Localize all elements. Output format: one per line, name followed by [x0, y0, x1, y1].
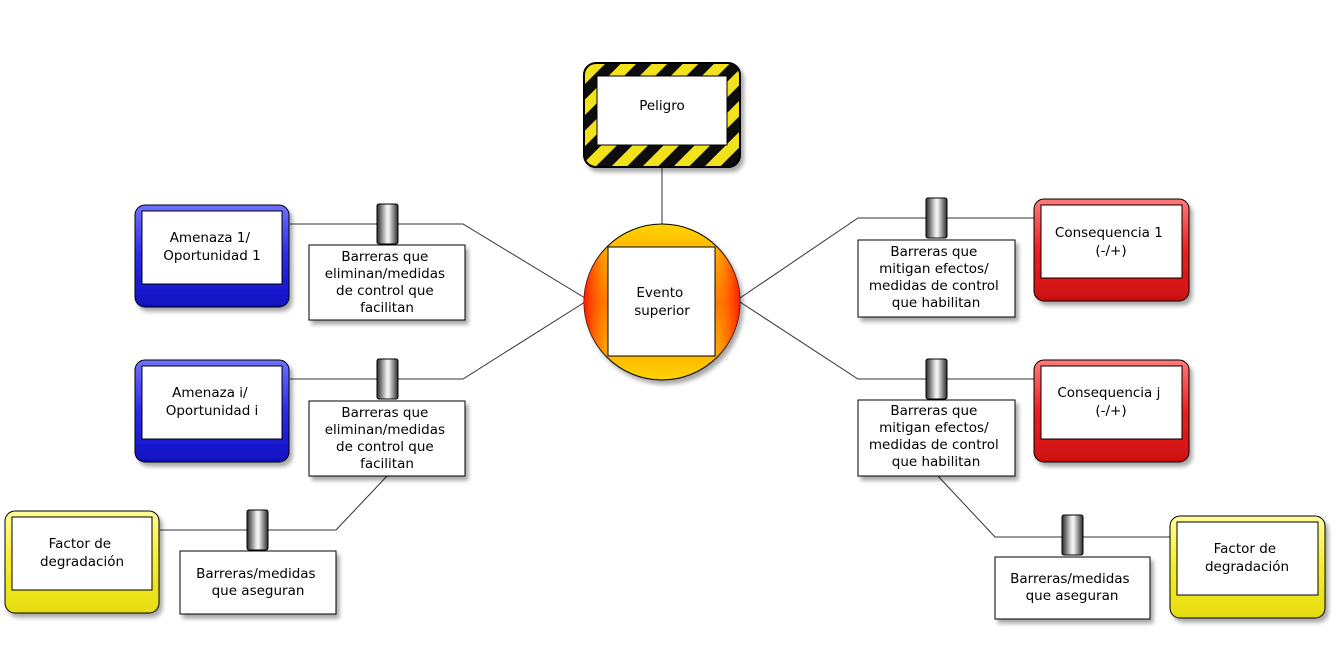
threat-label-i: Amenaza i/ Oportunidad i [166, 385, 259, 419]
threat-node-1 [134, 204, 290, 308]
threat-1-line-2: Oportunidad 1 [163, 248, 260, 264]
degradation-factor-node-left [4, 510, 160, 614]
mbj-line-3: medidas de control [869, 437, 999, 453]
mitigation-barrier-j [857, 358, 1016, 477]
pbi-line-4: facilitan [360, 456, 414, 472]
threat-i-line-2: Oportunidad i [166, 403, 259, 419]
top-event-node [583, 223, 741, 381]
mb1-line-3: medidas de control [869, 278, 999, 294]
mb1-line-2: mitigan efectos/ [879, 261, 989, 277]
prevention-barrier-i-label: Barreras que eliminan/medidas de control… [325, 405, 450, 472]
threat-1-line-1: Amenaza 1/ [170, 230, 251, 246]
pbi-line-2: eliminan/medidas [325, 422, 445, 438]
hazard-label: Peligro [639, 98, 685, 114]
consequence-label-j: Consequencia j (-/+) [1057, 385, 1164, 419]
consequence-j-line-1: Consequencia j [1057, 385, 1160, 401]
mb1-line-4: que habilitan [892, 295, 981, 311]
factor-left-line-2: degradación [40, 554, 124, 570]
degradation-barrier-left [179, 509, 337, 615]
degradation-barrier-right [994, 514, 1151, 620]
db-right-line-1: Barreras/medidas [1010, 571, 1129, 587]
pb1-line-2: eliminan/medidas [325, 266, 445, 282]
line-threat-1 [290, 223, 586, 299]
mitigation-barrier-1-label: Barreras que mitigan efectos/ medidas de… [869, 244, 1003, 311]
pb1-line-4: facilitan [360, 300, 414, 316]
line-factor-right [936, 474, 1170, 538]
pb1-line-1: Barreras que [341, 249, 428, 265]
pbi-line-1: Barreras que [341, 405, 428, 421]
top-event-label: Evento superior [634, 285, 690, 319]
barrier-handle-icon [246, 509, 269, 551]
factor-right-line-2: degradación [1205, 559, 1289, 575]
mitigation-barrier-j-label: Barreras que mitigan efectos/ medidas de… [869, 403, 1003, 470]
consequence-1-line-2: (-/+) [1095, 243, 1126, 259]
pb1-line-3: de control que [336, 283, 434, 299]
degradation-barrier-right-label: Barreras/medidas que aseguran [1010, 571, 1134, 604]
barrier-handle-icon [925, 358, 948, 400]
consequence-label-1: Consequencia 1 (-/+) [1055, 225, 1167, 259]
hazard-node [583, 62, 741, 168]
consequence-j-line-2: (-/+) [1095, 403, 1126, 419]
line-consequence-1 [739, 217, 1034, 299]
barrier-handle-icon [376, 358, 399, 400]
prevention-barrier-1-label: Barreras que eliminan/medidas de control… [325, 249, 450, 316]
threat-node-i [134, 359, 290, 463]
degradation-factor-node-right [1169, 515, 1326, 619]
barrier-handle-icon [1061, 514, 1084, 556]
mb1-line-1: Barreras que [890, 244, 977, 260]
mbj-line-2: mitigan efectos/ [879, 420, 989, 436]
barrier-handle-icon [376, 203, 399, 245]
consequence-node-j [1033, 359, 1190, 463]
line-threat-i [290, 301, 586, 380]
degradation-factor-label-right: Factor de degradación [1205, 541, 1289, 575]
prevention-barrier-i [308, 358, 466, 477]
factor-right-line-1: Factor de [1214, 541, 1277, 557]
connector-lines [160, 168, 1170, 538]
db-right-line-2: que aseguran [1026, 588, 1119, 604]
mbj-line-1: Barreras que [890, 403, 977, 419]
factor-left-line-1: Factor de [49, 536, 112, 552]
pbi-line-3: de control que [336, 439, 434, 455]
top-event-label-line-1: Evento [636, 285, 683, 301]
consequence-1-line-1: Consequencia 1 [1055, 225, 1163, 241]
db-left-line-2: que aseguran [212, 583, 305, 599]
top-event-label-line-2: superior [634, 303, 690, 319]
threat-label-1: Amenaza 1/ Oportunidad 1 [163, 230, 260, 264]
barrier-handle-icon [925, 197, 948, 239]
mbj-line-4: que habilitan [892, 454, 981, 470]
mitigation-barrier-1 [857, 197, 1016, 318]
db-left-line-1: Barreras/medidas [196, 566, 315, 582]
degradation-factor-label-left: Factor de degradación [40, 536, 124, 570]
line-factor-left [160, 474, 389, 531]
hazard-label-line-1: Peligro [639, 98, 685, 114]
consequence-node-1 [1033, 198, 1190, 302]
degradation-barrier-left-label: Barreras/medidas que aseguran [196, 566, 320, 599]
threat-i-line-1: Amenaza i/ [172, 385, 248, 401]
prevention-barrier-1 [308, 203, 466, 321]
line-consequence-j [739, 301, 1034, 380]
